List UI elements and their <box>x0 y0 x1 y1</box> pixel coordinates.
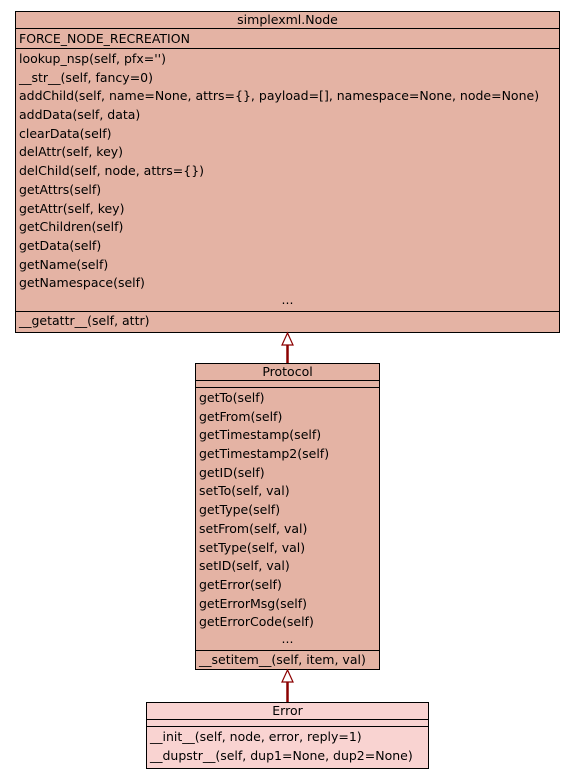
class-attributes: FORCE_NODE_RECREATION <box>16 29 559 49</box>
method-item: __init__(self, node, error, reply=1) <box>150 729 362 744</box>
method-item: getType(self) <box>199 502 281 518</box>
method-item: getAttrs(self) <box>19 181 102 197</box>
method-item: getData(self) <box>19 237 102 253</box>
method-item: __dupstr__(self, dup1=None, dup2=None) <box>150 747 413 763</box>
inheritance-arrow-error-to-protocol <box>281 668 294 702</box>
method-item: getChildren(self) <box>19 219 124 235</box>
method-item: getErrorCode(self) <box>199 614 314 630</box>
method-item: __setitem__(self, item, val) <box>196 649 379 670</box>
method-item: getTimestamp2(self) <box>199 446 330 462</box>
class-title: simplexml.Node <box>16 12 559 29</box>
method-item: getFrom(self) <box>199 408 283 424</box>
method-item: setFrom(self, val) <box>199 520 308 536</box>
class-attributes <box>196 381 379 388</box>
ellipsis: ... <box>281 630 294 646</box>
method-item: getAttr(self, key) <box>19 200 125 216</box>
method-item: getID(self) <box>199 464 265 480</box>
attribute-item: FORCE_NODE_RECREATION <box>19 31 190 46</box>
method-item: delAttr(self, key) <box>19 144 124 160</box>
method-item: delChild(self, node, attrs={}) <box>19 163 205 179</box>
method-item: lookup_nsp(self, pfx='') <box>19 51 166 66</box>
method-item: addData(self, data) <box>19 107 141 123</box>
method-item: __str__(self, fancy=0) <box>19 69 154 85</box>
method-item: getName(self) <box>19 256 109 272</box>
method-item: setTo(self, val) <box>199 483 290 499</box>
class-box-node: simplexml.Node FORCE_NODE_RECREATION loo… <box>15 11 560 333</box>
class-attributes <box>147 720 428 727</box>
method-item: getError(self) <box>199 576 282 592</box>
method-item: __getattr__(self, attr) <box>16 310 559 331</box>
inheritance-arrow-protocol-to-node <box>281 331 294 363</box>
method-item: getNamespace(self) <box>19 275 145 291</box>
class-methods: __init__(self, node, error, reply=1) __d… <box>147 727 428 765</box>
method-item: setType(self, val) <box>199 539 306 555</box>
class-box-protocol: Protocol getTo(self) getFrom(self) getTi… <box>195 363 380 670</box>
method-item: addChild(self, name=None, attrs={}, payl… <box>19 88 540 104</box>
class-methods: lookup_nsp(self, pfx='') __str__(self, f… <box>16 49 559 331</box>
class-box-error: Error __init__(self, node, error, reply=… <box>146 702 429 769</box>
class-title: Error <box>147 703 428 720</box>
method-item: setID(self, val) <box>199 558 290 574</box>
class-title: Protocol <box>196 364 379 381</box>
ellipsis: ... <box>281 291 294 307</box>
method-item: getErrorMsg(self) <box>199 595 308 611</box>
method-item: clearData(self) <box>19 125 112 141</box>
method-item: getTo(self) <box>199 390 265 405</box>
class-methods: getTo(self) getFrom(self) getTimestamp(s… <box>196 388 379 670</box>
method-item: getTimestamp(self) <box>199 427 322 443</box>
